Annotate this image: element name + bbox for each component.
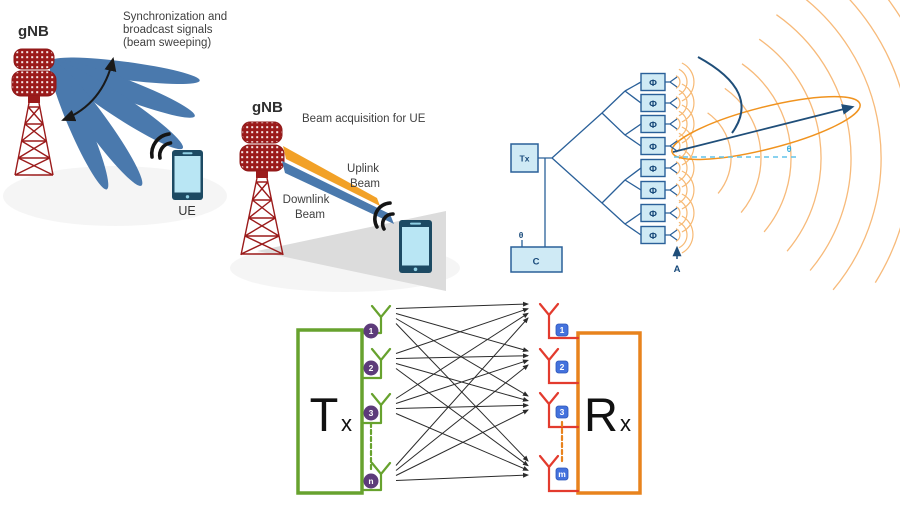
smartphone-icon bbox=[399, 220, 432, 273]
downlink-beam bbox=[282, 161, 394, 224]
tx-box bbox=[296, 328, 364, 495]
phase-shifter-column: Φ Φ Φ Φ Φ Φ Φ bbox=[640, 72, 678, 245]
svg-text:m: m bbox=[558, 469, 566, 479]
svg-text:3: 3 bbox=[560, 407, 565, 417]
phase-shifter: Φ bbox=[640, 180, 666, 200]
controller-label: C bbox=[533, 257, 540, 268]
svg-text:Φ: Φ bbox=[649, 99, 657, 110]
panel-title: Beam acquisition for UE bbox=[302, 113, 426, 125]
svg-text:2: 2 bbox=[369, 363, 374, 373]
gnb-tower-2 bbox=[239, 121, 285, 256]
tower-neck bbox=[28, 96, 40, 103]
gnb-label: gNB bbox=[252, 99, 283, 116]
svg-text:1: 1 bbox=[369, 326, 374, 336]
beam-acquisition-panel: gNB Beam acquisition for UE Uplink Beam … bbox=[230, 99, 460, 292]
tx-letter: T bbox=[310, 388, 339, 441]
rx-antenna-badges: 1 2 3 m bbox=[555, 323, 569, 481]
phase-shifter: Φ bbox=[640, 158, 666, 178]
rx-antennas bbox=[538, 302, 580, 493]
signal-waves-icon bbox=[149, 132, 173, 160]
downlink-label: Beam bbox=[295, 209, 325, 221]
wavefront-arcs-large bbox=[707, 0, 900, 291]
tx-antennas bbox=[360, 304, 392, 492]
controller-box bbox=[510, 246, 563, 273]
wavefront-arcs-per-antenna bbox=[675, 62, 695, 254]
smartphone-icon bbox=[172, 150, 203, 200]
gnb-label: gNB bbox=[18, 23, 49, 40]
tower-lattice bbox=[240, 177, 284, 256]
svg-text:Φ: Φ bbox=[649, 78, 657, 89]
phase-shifter: Φ bbox=[640, 225, 666, 245]
ground-shadow bbox=[3, 166, 227, 226]
antenna-array-cylinder bbox=[241, 121, 283, 144]
ue-label: UE bbox=[178, 204, 195, 218]
beam-sweeping-panel: gNB Synchronization and broadcast signal… bbox=[3, 11, 227, 226]
svg-text:Φ: Φ bbox=[649, 164, 657, 175]
tx-box bbox=[510, 143, 539, 173]
downlink-label: Downlink bbox=[283, 194, 330, 206]
svg-text:Φ: Φ bbox=[649, 142, 657, 153]
svg-text:Φ: Φ bbox=[649, 186, 657, 197]
antenna-element-icons bbox=[665, 76, 678, 241]
beam-sweep-arrow-icon bbox=[61, 57, 117, 122]
tx-antenna-icon bbox=[360, 461, 392, 492]
feed-network-lines bbox=[521, 81, 642, 247]
phase-shifter: Φ bbox=[640, 136, 666, 156]
steering-angle-label: θ bbox=[787, 144, 792, 154]
coverage-cone bbox=[257, 211, 446, 291]
main-lobe-outline bbox=[671, 95, 861, 161]
rx-box bbox=[576, 331, 642, 495]
tx-antenna-icon bbox=[360, 304, 392, 335]
svg-text:Φ: Φ bbox=[649, 209, 657, 220]
combined-wavefront-arc bbox=[697, 56, 743, 134]
rx-letter: R bbox=[584, 388, 618, 441]
svg-text:n: n bbox=[368, 476, 373, 486]
svg-text:Φ: Φ bbox=[649, 120, 657, 131]
phase-shifter: Φ bbox=[640, 203, 666, 223]
phase-shifter: Φ bbox=[640, 72, 666, 92]
svg-text:3: 3 bbox=[369, 408, 374, 418]
antenna-array-cylinder bbox=[239, 144, 285, 172]
svg-text:2: 2 bbox=[560, 362, 565, 372]
rx-letter-sub: x bbox=[620, 411, 631, 436]
phased-array-panel: Tx C θ Φ Φ Φ Φ Φ bbox=[510, 0, 900, 291]
controller-theta-label: θ bbox=[519, 230, 524, 240]
svg-text:1: 1 bbox=[560, 325, 565, 335]
tx-letter-sub: x bbox=[341, 411, 352, 436]
channel-arrows bbox=[395, 301, 529, 481]
uplink-beam bbox=[283, 146, 380, 206]
tx-antenna-icon bbox=[360, 347, 392, 380]
uplink-label: Beam bbox=[350, 178, 380, 190]
phase-shifter: Φ bbox=[640, 93, 666, 113]
uplink-label: Uplink bbox=[347, 163, 379, 175]
antenna-array-cylinder bbox=[13, 48, 55, 70]
caption-line: Synchronization and bbox=[123, 11, 227, 23]
caption-line: (beam sweeping) bbox=[123, 37, 211, 49]
caption-line: broadcast signals bbox=[123, 24, 213, 36]
antenna-array-cylinder bbox=[11, 70, 57, 97]
tx-antenna-badges: 1 2 3 n bbox=[363, 323, 379, 489]
tx-box-label: Tx bbox=[520, 154, 530, 164]
rx-antenna-icon bbox=[538, 347, 580, 385]
svg-text:Φ: Φ bbox=[649, 231, 657, 242]
signal-waves-icon bbox=[373, 201, 395, 231]
beam-direction-arrow bbox=[672, 104, 855, 153]
rx-antenna-icon bbox=[538, 302, 580, 340]
rx-antenna-icon bbox=[538, 391, 580, 429]
array-axis-label: A bbox=[674, 264, 681, 275]
gnb-tower-1 bbox=[11, 48, 57, 176]
tx-antenna-icon bbox=[360, 392, 392, 425]
rx-antenna-icon bbox=[538, 454, 580, 493]
phase-shifter: Φ bbox=[640, 114, 666, 134]
tower-lattice bbox=[14, 102, 54, 176]
tower-neck bbox=[256, 171, 268, 178]
mimo-panel: 1 2 3 n 1 2 3 m T x R x bbox=[296, 301, 642, 495]
